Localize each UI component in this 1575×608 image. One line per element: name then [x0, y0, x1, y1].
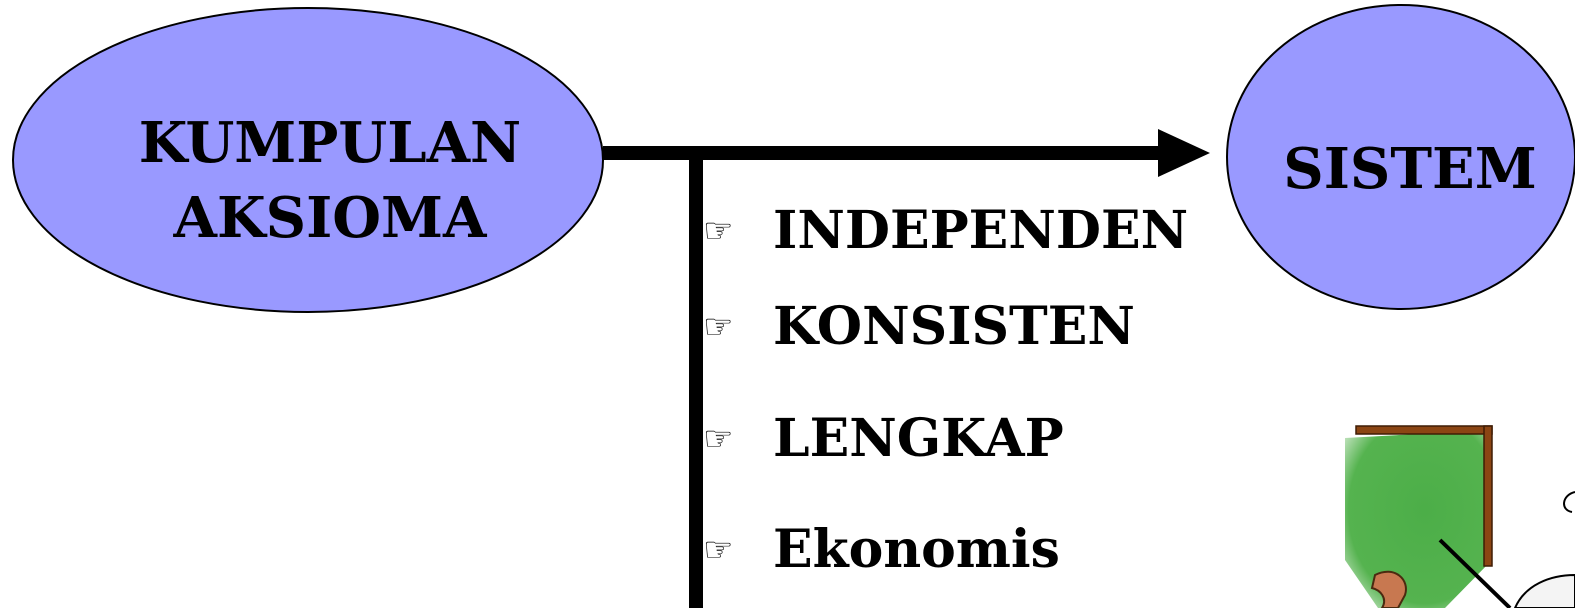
arrow-head	[1158, 129, 1210, 177]
node-sistem-shape	[1226, 4, 1575, 310]
node-sistem-label: SISTEM	[1283, 136, 1536, 202]
node-kumpulan-aksioma-line1: KUMPULAN	[139, 110, 521, 176]
blackboard-frame-top	[1355, 425, 1493, 435]
bullet-label: Ekonomis	[773, 519, 1060, 580]
node-sistem: SISTEM	[1226, 4, 1575, 310]
pointer-stick	[1438, 538, 1512, 608]
pointing-hand-icon: ☞	[703, 419, 734, 459]
pointing-hand-icon: ☞	[703, 307, 734, 347]
teacher-head-outline	[1563, 491, 1575, 513]
teacher-hand	[1370, 570, 1407, 608]
pointing-hand-icon: ☞	[703, 530, 734, 570]
bullet-label: LENGKAP	[773, 408, 1064, 469]
node-kumpulan-aksioma-line2: AKSIOMA	[173, 185, 489, 251]
bullet-item-ekonomis: ☞ Ekonomis	[703, 515, 1060, 585]
pointing-hand-icon: ☞	[703, 211, 734, 251]
bullet-label: INDEPENDEN	[773, 200, 1189, 261]
bullet-label: KONSISTEN	[773, 296, 1135, 357]
blackboard-surface	[1345, 430, 1490, 608]
blackboard-frame-right	[1483, 425, 1493, 567]
teacher-at-blackboard-icon	[1345, 425, 1575, 608]
node-kumpulan-aksioma: KUMPULAN AKSIOMA	[12, 7, 604, 313]
bullet-item-lengkap: ☞ LENGKAP	[703, 404, 1064, 474]
bullet-item-independen: ☞ INDEPENDEN	[703, 196, 1188, 266]
teacher-sleeve	[1513, 573, 1575, 608]
bullet-item-konsisten: ☞ KONSISTEN	[703, 292, 1135, 362]
